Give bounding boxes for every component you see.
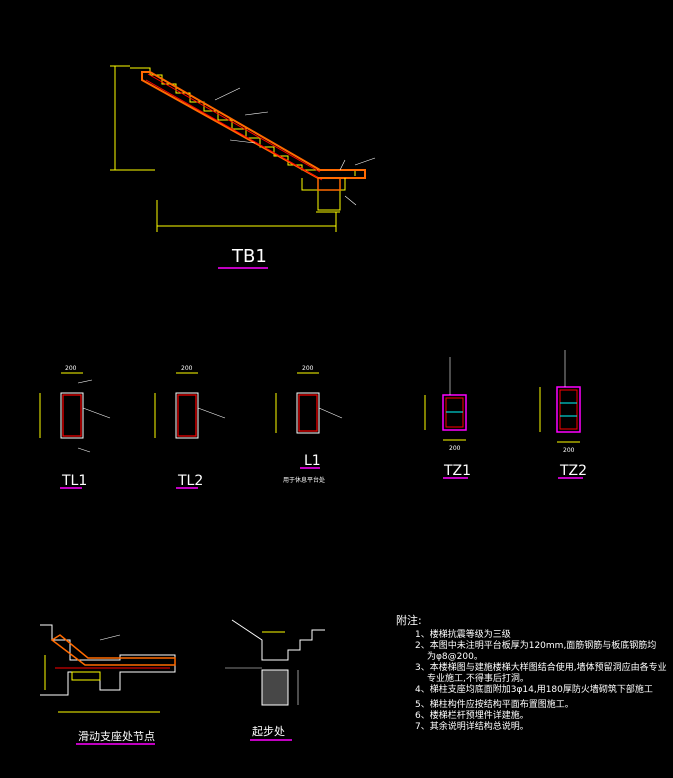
tz2-stirrup [559,389,578,430]
tz1-outline [442,394,467,431]
sliding-slab [50,634,176,666]
leader-line-1 [214,87,241,101]
tz2-label: TZ2 [559,463,587,479]
l1-width-label: 200 [302,365,314,372]
stair-slab [141,71,366,179]
sliding-pad [71,671,101,681]
note-item: 6、楼梯栏杆预埋件详建施。 [415,711,529,721]
stair-steps-outline [130,67,356,176]
l1-label: L1 [304,453,321,469]
l1-concrete [296,392,320,434]
note-item: 5、梯柱构件应按结构平面布置图施工。 [415,700,574,710]
tz1-width-label: 200 [449,445,461,452]
tl2-concrete [175,392,199,439]
leader-line-3 [229,139,256,144]
tl1-width-label: 200 [65,365,77,372]
l1-stirrup [298,394,318,432]
tl2-stirrup [177,394,197,437]
note-item: 为φ8@200。 [427,652,483,662]
start-point-title: 起步处 [252,725,285,738]
tl1-concrete [60,392,84,439]
note-item: 4、梯柱支座均底面附加3φ14,用180厚防火墙砌筑下部施工 [415,685,653,695]
leader-line-5 [344,195,357,206]
start-point-detail: 起步处 [225,619,325,741]
sliding-leader [99,634,121,641]
note-item: 3、本楼梯图与建施楼梯大样图结合使用,墙体预留洞应由各专业 [415,663,667,673]
column-tz2: 200 TZ2 [539,350,587,479]
leader-line-6 [354,157,376,166]
note-item: 专业施工,不得事后打洞。 [427,674,529,684]
tz1-label: TZ1 [443,463,471,479]
start-step-outline [231,619,325,661]
leader-line-4 [339,159,346,171]
sliding-support-detail: 滑动支座处节点 [40,624,176,745]
section-tl2: 200 TL2 [154,365,226,489]
tl2-label: TL2 [177,473,203,489]
stair-beam [317,177,341,191]
stair-main-rebar [145,79,323,181]
note-item: 2、本图中未注明平台板厚为120mm,面筋钢筋与板底钢筋均 [415,641,657,651]
tl1-stirrup [62,394,82,437]
tl1-label: TL1 [61,473,87,489]
notes-list: 1、楼梯抗震等级为三级 2、本图中未注明平台板厚为120mm,面筋钢筋与板底钢筋… [415,630,667,733]
sliding-support-title: 滑动支座处节点 [78,729,155,743]
stair-section-tb1: TB1 [110,65,376,269]
notes-title: 附注: [396,614,422,627]
leader-line-2 [244,111,269,116]
tl1-leader-top [77,379,93,384]
stair-support [301,178,346,211]
stair-top-rebar [147,73,321,173]
start-foundation [261,669,289,706]
section-l1: 200 L1 用于休息平台处 [275,365,343,484]
stair-title: TB1 [231,246,267,267]
note-item: 1、楼梯抗震等级为三级 [415,630,511,640]
l1-remark: 用于休息平台处 [283,476,325,484]
tl2-width-label: 200 [181,365,193,372]
tz2-outline [556,386,581,433]
column-tz1: 200 TZ1 [424,357,471,479]
tl1-leader [82,407,111,419]
section-tl1: 200 TL1 [39,365,111,489]
tl1-leader-bottom [77,447,91,453]
tl2-leader [197,407,226,419]
note-item: 7、其余说明详结构总说明。 [415,722,529,732]
tz2-width-label: 200 [563,447,575,454]
l1-leader [318,407,343,419]
